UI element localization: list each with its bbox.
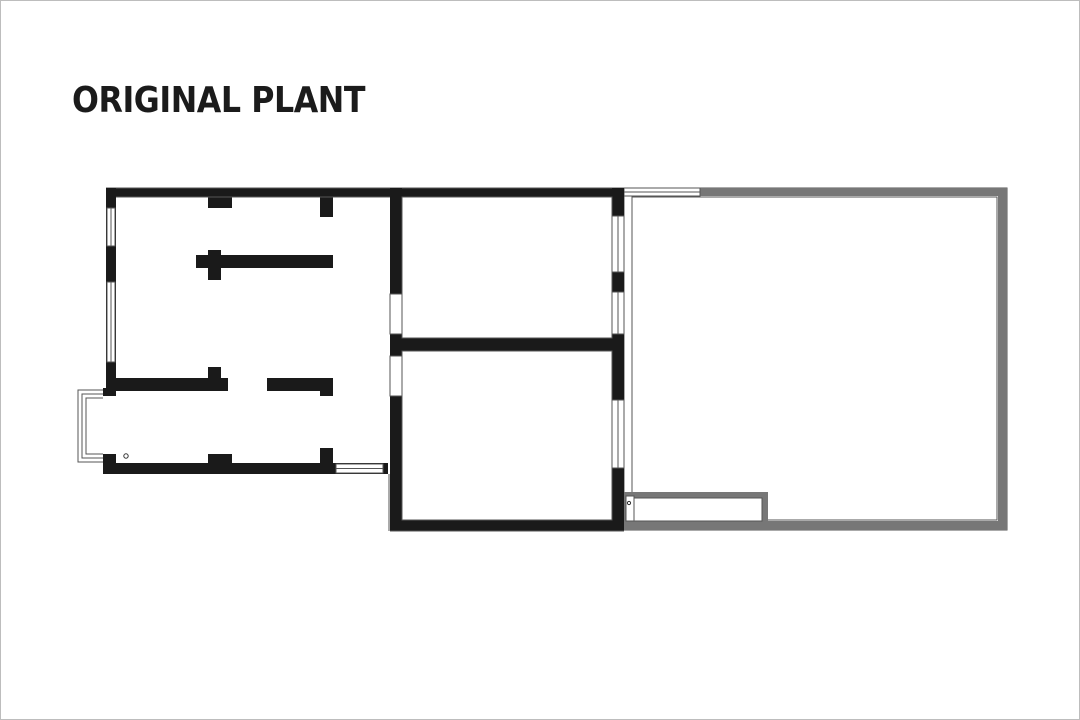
floor-drain: [123, 453, 129, 459]
left-block: [77, 188, 390, 474]
divider-wall: [388, 188, 403, 531]
door-opening-upper: [389, 293, 403, 335]
inner-counter: [624, 492, 768, 522]
door-opening-lower: [389, 355, 403, 397]
plan-title: ORIGINAL PLANT: [72, 80, 366, 121]
room-separator-wall: [390, 338, 624, 351]
middle-rooms: [390, 188, 625, 532]
top-wall: [106, 187, 624, 197]
bay-window: [77, 389, 103, 463]
right-open-area: [623, 187, 1008, 531]
room-lower-middle: [401, 350, 613, 521]
room-upper-middle: [401, 196, 613, 339]
